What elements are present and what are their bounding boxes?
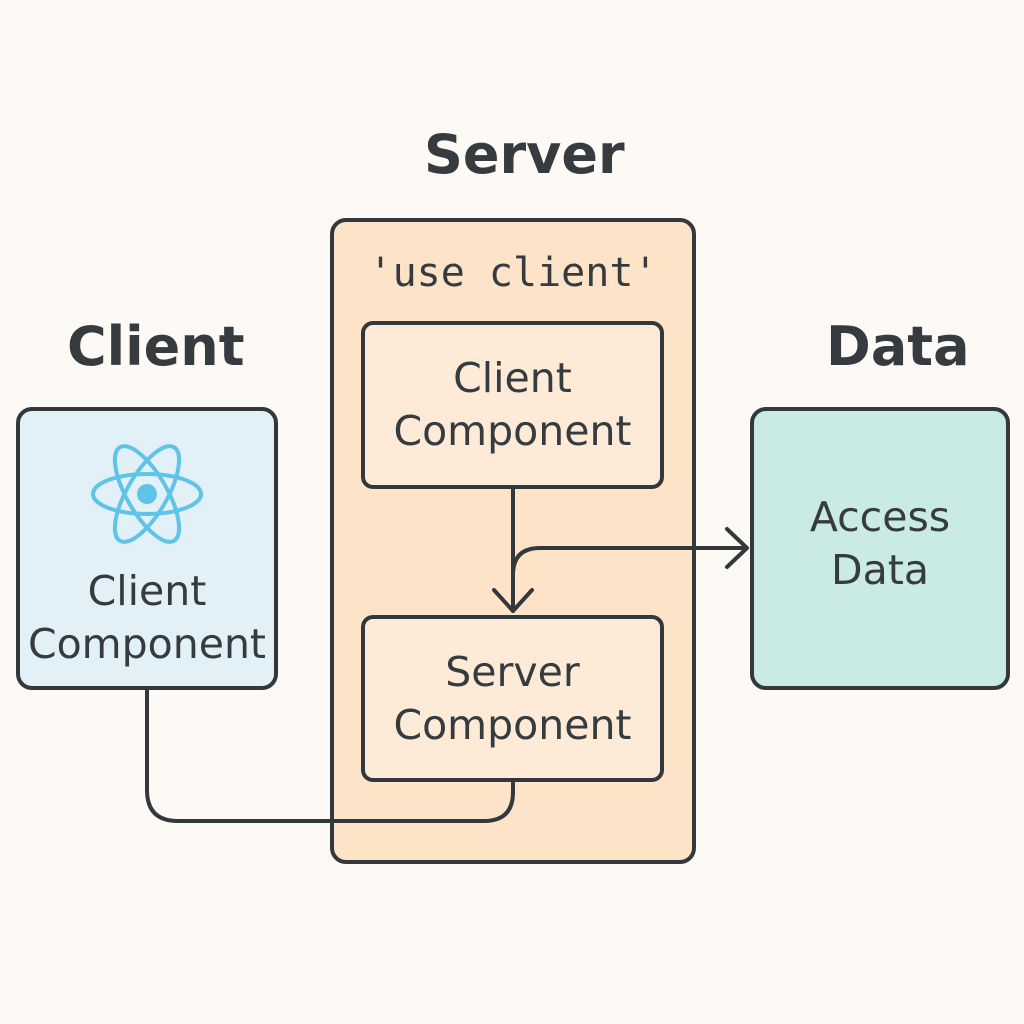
nested-client-component-box	[361, 321, 664, 489]
access-data-box	[750, 407, 1010, 690]
server-heading: Server	[424, 123, 625, 186]
client-component-box	[16, 407, 278, 690]
client-component-label: Client Component	[27, 567, 267, 668]
use-client-directive: 'use client'	[368, 250, 658, 296]
data-heading: Data	[826, 315, 970, 378]
react-atom-icon	[91, 444, 203, 544]
access-data-label: Access Data	[809, 493, 951, 594]
nested-client-component-label: Client Component	[393, 354, 632, 455]
client-heading: Client	[67, 315, 245, 378]
right-arrowhead	[725, 527, 749, 569]
server-component-label: Server Component	[393, 648, 632, 749]
